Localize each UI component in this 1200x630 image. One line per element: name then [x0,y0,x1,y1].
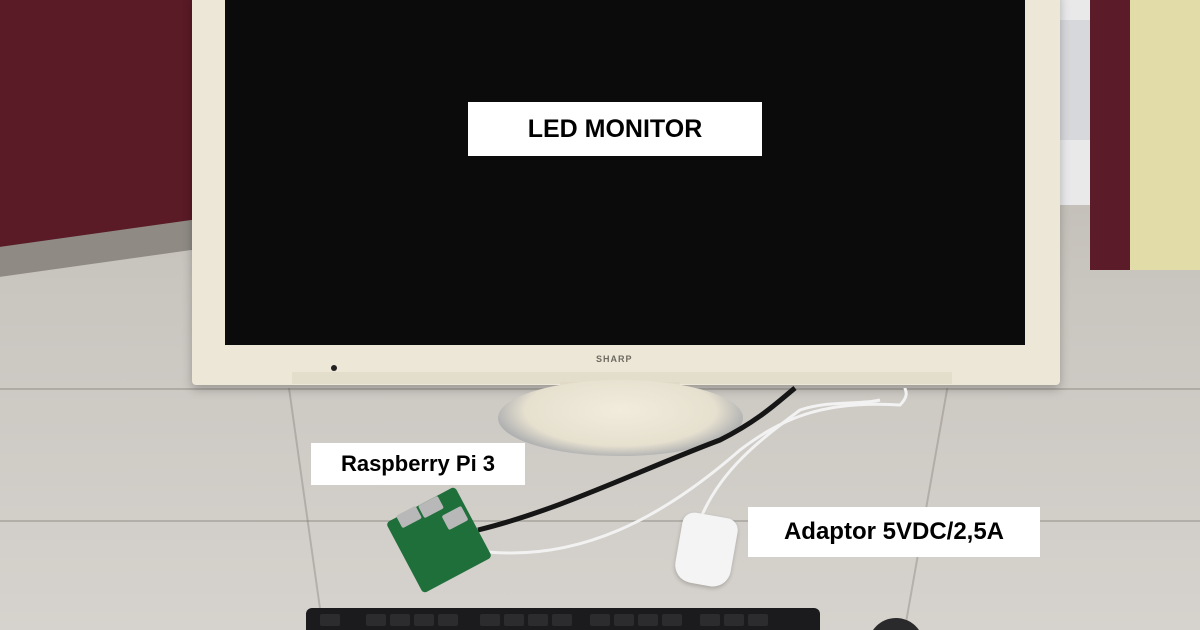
adaptor-cable [698,398,881,521]
wall-right-light [1130,0,1200,270]
label-led-monitor: LED MONITOR [468,102,762,156]
power-cable [487,387,908,555]
keyboard-key [414,614,434,626]
monitor-bottom-strip [292,372,952,384]
keyboard-key [700,614,720,626]
keyboard-key [320,614,340,626]
power-led-icon [331,365,337,371]
mouse [868,618,924,630]
wall-left [0,0,200,250]
keyboard-key [504,614,524,626]
hdmi-cable [477,386,797,533]
keyboard-key [748,614,768,626]
keyboard-key [552,614,572,626]
keyboard-key [528,614,548,626]
keyboard-key [638,614,658,626]
keyboard-key [590,614,610,626]
floor-tile-line [0,520,1200,522]
keyboard-key [438,614,458,626]
keyboard-key [390,614,410,626]
keyboard-key [614,614,634,626]
monitor-stand-base [498,380,743,456]
keyboard-key [480,614,500,626]
keyboard-key [662,614,682,626]
monitor-screen [225,0,1025,345]
keyboard-key [724,614,744,626]
label-adaptor: Adaptor 5VDC/2,5A [748,507,1040,557]
monitor-brand-logo: SHARP [596,354,633,364]
keyboard-key [366,614,386,626]
label-raspberry-pi: Raspberry Pi 3 [311,443,525,485]
